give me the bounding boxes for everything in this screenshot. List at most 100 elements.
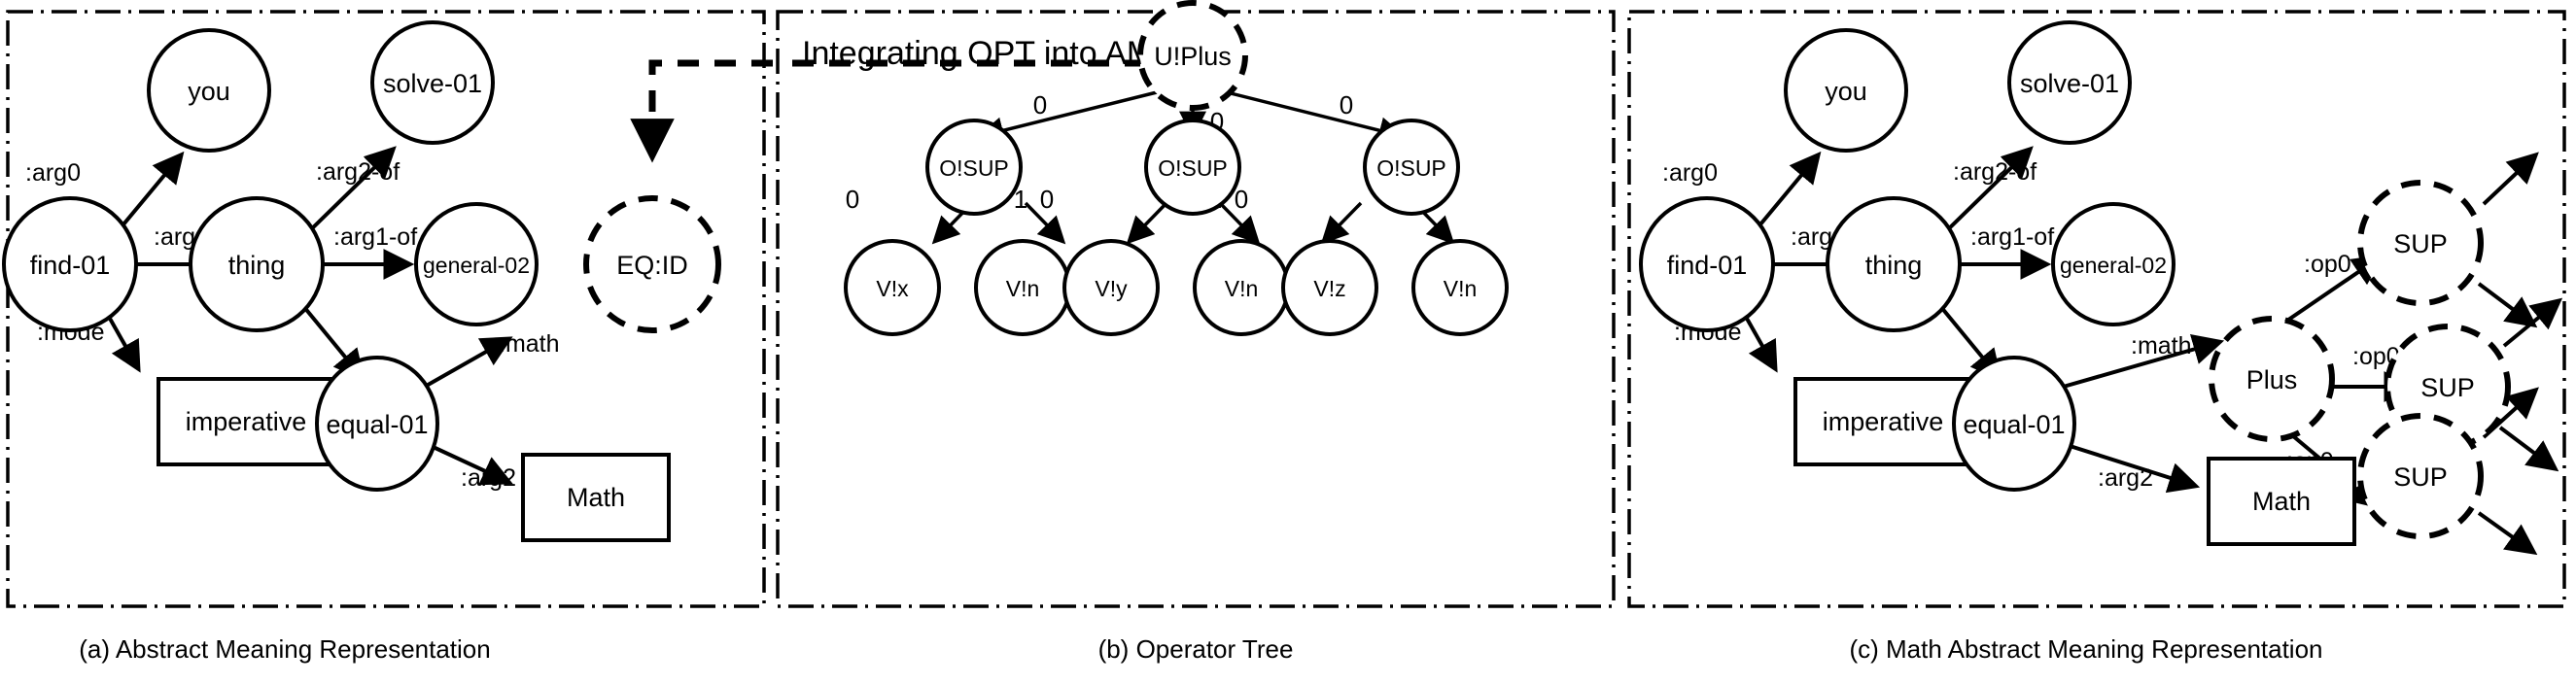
- edge-c-equal01-math: [2063, 442, 2201, 494]
- caption-panel-a: (a) Abstract Meaning Representation: [79, 634, 490, 664]
- edge-c-plus-sup1: [2277, 254, 2385, 328]
- node-imperative-label: imperative: [186, 407, 307, 436]
- node-o-sup-1[interactable]: O!SUP: [925, 119, 1023, 216]
- node-v-n-1-label: V!n: [1006, 276, 1040, 301]
- edge-equal01-math: [426, 442, 513, 486]
- edge-banner-to-eqid: [630, 59, 773, 163]
- edge-label-c-arg0: :arg0: [1662, 159, 1718, 187]
- node-equal-01[interactable]: equal-01: [315, 356, 439, 492]
- node-c-sup-3-label: SUP: [2393, 462, 2448, 492]
- node-v-n-3-label: V!n: [1444, 276, 1478, 301]
- node-c-sup-1-label: SUP: [2393, 229, 2448, 258]
- edge-c-sup3-out-down: [2477, 511, 2538, 556]
- node-v-y[interactable]: V!y: [1062, 239, 1160, 336]
- node-c-equal-01-label: equal-01: [1963, 410, 2065, 439]
- node-general-02-label: general-02: [423, 253, 530, 278]
- node-eq-id[interactable]: EQ:ID: [583, 195, 721, 333]
- node-o-sup-2-label: O!SUP: [1158, 155, 1228, 181]
- node-o-sup-3-label: O!SUP: [1376, 155, 1446, 181]
- node-solve-01[interactable]: solve-01: [370, 20, 495, 145]
- edge-equal01-eqid: [422, 336, 513, 390]
- edge-label-osup3-vz: 0: [1235, 185, 1248, 214]
- node-thing[interactable]: thing: [189, 196, 325, 332]
- node-general-02[interactable]: general-02: [414, 202, 539, 326]
- node-c-general-02-label: general-02: [2060, 253, 2167, 278]
- edge-label-c-arg2: :arg2: [2098, 464, 2153, 492]
- node-find-01-label: find-01: [30, 251, 111, 280]
- node-math-box[interactable]: Math: [521, 453, 671, 542]
- edge-label-uplus-osup3: 0: [1340, 90, 1353, 120]
- node-c-find-01[interactable]: find-01: [1639, 196, 1775, 332]
- node-c-find-01-label: find-01: [1667, 251, 1748, 280]
- node-o-sup-1-label: O!SUP: [939, 155, 1009, 181]
- node-c-solve-01[interactable]: solve-01: [2007, 20, 2132, 145]
- node-imperative[interactable]: imperative: [157, 377, 335, 466]
- node-v-x-label: V!x: [876, 276, 909, 301]
- node-c-sup-1[interactable]: SUP: [2357, 180, 2484, 306]
- edge-label-osup2-vy: 0: [1040, 185, 1054, 214]
- node-u-plus[interactable]: U!Plus: [1137, 0, 1248, 111]
- edge-label-osup1-vx: 0: [846, 185, 859, 214]
- caption-panel-b: (b) Operator Tree: [1098, 634, 1294, 664]
- panel-a: :arg0 :arg1 :mode :arg2-of :arg1-of :mod…: [2, 10, 773, 608]
- panel-b: Integrating OPT into AMR 0 0 0 0 1 0 1 0…: [776, 0, 1616, 608]
- node-c-general-02[interactable]: general-02: [2051, 202, 2176, 326]
- node-v-n-2-label: V!n: [1225, 276, 1259, 301]
- edge-label-arg2: :arg2: [461, 464, 516, 492]
- node-c-thing-label: thing: [1865, 251, 1923, 280]
- edge-thing-solve01: [302, 146, 397, 238]
- edge-label-arg2of: :arg2-of: [316, 158, 400, 186]
- node-v-n-2[interactable]: V!n: [1193, 239, 1290, 336]
- node-eq-id-label: EQ:ID: [616, 251, 688, 280]
- node-v-n-3[interactable]: V!n: [1411, 239, 1509, 336]
- edge-c-thing-solve01: [1939, 146, 2034, 238]
- edge-c-sup2-out-down: [2498, 426, 2559, 472]
- panel-a-border: [6, 10, 766, 608]
- edge-c-sup1-out-down: [2477, 282, 2538, 328]
- node-c-you[interactable]: you: [1784, 28, 1908, 153]
- node-o-sup-3[interactable]: O!SUP: [1363, 119, 1460, 216]
- edge-label-c-arg2of: :arg2-of: [1953, 158, 2036, 186]
- node-c-plus[interactable]: Plus: [2209, 316, 2335, 442]
- node-v-x[interactable]: V!x: [844, 239, 941, 336]
- edge-label-uplus-osup1: 0: [1033, 90, 1047, 120]
- edge-c-sup1-out-up: [2482, 152, 2539, 206]
- edge-label-arg1of: :arg1-of: [333, 223, 417, 251]
- node-c-sup-2-label: SUP: [2420, 373, 2475, 402]
- panel-c-border: [1627, 10, 2566, 608]
- node-c-imperative[interactable]: imperative: [1793, 377, 1972, 466]
- node-c-sup-3[interactable]: SUP: [2357, 413, 2484, 539]
- node-c-equal-01[interactable]: equal-01: [1952, 356, 2076, 492]
- node-c-thing[interactable]: thing: [1826, 196, 1962, 332]
- node-you-label: you: [188, 77, 230, 106]
- node-v-y-label: V!y: [1095, 276, 1128, 301]
- node-u-plus-label: U!Plus: [1154, 42, 1232, 71]
- edge-uplus-osup1: [976, 90, 1158, 144]
- edge-label-c-op0-1: :op0: [2304, 251, 2351, 278]
- edge-osup2-vy: [1126, 201, 1168, 245]
- node-c-you-label: you: [1825, 77, 1867, 106]
- node-v-n-1[interactable]: V!n: [974, 239, 1071, 336]
- node-c-math-label: Math: [2252, 487, 2311, 516]
- node-thing-label: thing: [228, 251, 286, 280]
- node-c-math-box[interactable]: Math: [2207, 457, 2356, 546]
- edge-label-c-math: :math: [2131, 332, 2192, 359]
- node-you[interactable]: you: [147, 28, 271, 153]
- node-v-z[interactable]: V!z: [1281, 239, 1378, 336]
- edge-label-c-arg1of: :arg1-of: [1970, 223, 2054, 251]
- edge-label-math: :math: [499, 330, 560, 358]
- edge-label-arg0: :arg0: [25, 159, 81, 187]
- node-o-sup-2[interactable]: O!SUP: [1144, 119, 1241, 216]
- node-equal-01-label: equal-01: [326, 410, 428, 439]
- node-math-label: Math: [567, 483, 625, 512]
- caption-panel-c: (c) Math Abstract Meaning Representation: [1849, 634, 2322, 664]
- edge-osup2-vn2: [1218, 201, 1261, 245]
- edge-label-osup1-vn1: 1: [1014, 185, 1027, 214]
- node-v-z-label: V!z: [1313, 276, 1345, 301]
- node-c-plus-label: Plus: [2246, 365, 2298, 394]
- node-find-01[interactable]: find-01: [2, 196, 138, 332]
- panel-c: :arg0 :arg1 :mode :arg2-of :arg1-of :mod…: [1627, 10, 2566, 608]
- edge-c-equal01-plus: [2059, 333, 2225, 390]
